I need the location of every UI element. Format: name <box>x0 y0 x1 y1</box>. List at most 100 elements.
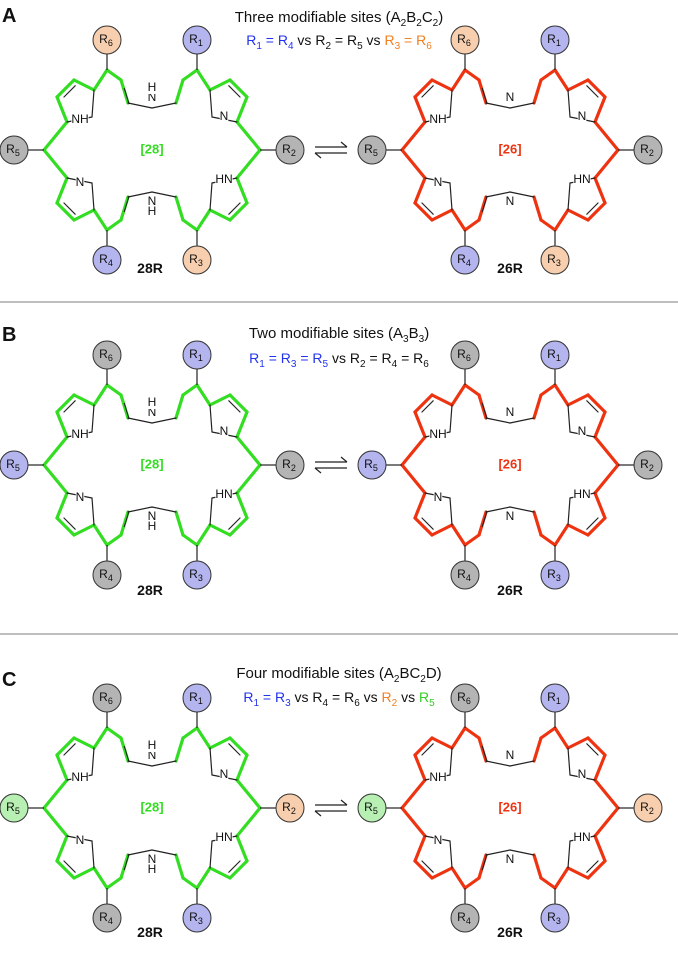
substituent-circle-r5 <box>0 793 29 823</box>
compound-name-26r: 26R <box>497 260 523 276</box>
equilibrium-arrow <box>314 799 348 817</box>
ring-size-label: [28] <box>140 141 163 156</box>
equation-part: R <box>384 32 394 48</box>
conjugation-bond <box>72 866 96 880</box>
atom-label-n: N <box>578 109 587 123</box>
conjugation-bond <box>532 78 543 105</box>
ring-bond <box>449 89 453 118</box>
atom-mask <box>147 853 157 866</box>
atom-mask <box>215 488 233 501</box>
conjugation-bond <box>463 218 481 232</box>
title-part: D) <box>426 665 442 682</box>
conjugation-bond <box>42 435 69 467</box>
atom-mask <box>577 425 587 438</box>
conjugation-bond <box>72 523 96 537</box>
title-part: BC <box>399 665 420 682</box>
reverse-arrow-head <box>314 810 322 817</box>
conjugation-bond <box>92 208 109 232</box>
title-part: 2 <box>394 674 400 685</box>
conjugation-bond <box>55 753 69 782</box>
ring-bond <box>567 89 571 118</box>
conjugation-bond <box>92 866 109 890</box>
ring-bond <box>151 506 177 513</box>
substituent-index: 6 <box>466 353 471 363</box>
ring-bond <box>449 747 453 776</box>
conjugation-bond <box>42 806 69 838</box>
conjugation-bond <box>586 78 607 99</box>
atom-mask <box>147 406 157 419</box>
substituent-circle-r3 <box>182 903 212 933</box>
conjugation-bond <box>208 736 232 750</box>
equation-part: = R <box>262 32 288 48</box>
double-bond <box>123 853 130 871</box>
atom-mask <box>505 853 515 866</box>
compound-name-28r: 28R <box>137 260 163 276</box>
equation-part: vs <box>291 689 313 705</box>
conjugation-bond <box>463 383 481 397</box>
substituent-circle-r1 <box>540 340 570 370</box>
conjugation-bond <box>235 753 249 782</box>
ring-bond <box>567 747 571 776</box>
conjugation-bond <box>430 736 454 750</box>
conjugation-bond <box>413 410 427 439</box>
conjugation-bond <box>228 201 249 222</box>
conjugation-bond <box>208 208 232 222</box>
conjugation-bond <box>477 510 488 537</box>
conjugation-bond <box>174 736 185 763</box>
conjugation-bond <box>593 753 607 782</box>
conjugation-bond <box>55 834 69 863</box>
atom-mask <box>573 488 591 501</box>
substituent-index: 5 <box>15 463 20 473</box>
atom-label-hn: HN <box>215 487 232 501</box>
double-bond <box>63 202 76 215</box>
conjugation-bond <box>235 148 262 180</box>
conjugation-bond <box>532 195 543 222</box>
title-part: Three modifiable sites (A <box>235 9 401 26</box>
reverse-arrow-head <box>314 467 322 474</box>
conjugation-bond <box>55 95 69 124</box>
conjugation-bond <box>586 393 607 414</box>
equation-part: 3 <box>285 698 291 709</box>
equation-part: vs <box>294 32 316 48</box>
double-bond <box>228 400 241 413</box>
atom-label-n: N <box>506 405 515 419</box>
substituent-circle-r4 <box>450 245 480 275</box>
equation-part: R <box>382 689 392 705</box>
atom-label-hn: HN <box>573 830 590 844</box>
ring-bond <box>91 747 95 776</box>
atom-label-n: N <box>76 833 85 847</box>
conjugation-bond <box>593 778 620 810</box>
conjugation-bond <box>42 120 69 152</box>
conjugation-bond <box>566 523 590 537</box>
equation-part: vs <box>363 32 385 48</box>
atom-label-h: H <box>148 204 157 218</box>
equivalence-equation-a: R1 = R4 vs R2 = R5 vs R3 = R6 <box>246 32 432 52</box>
substituent-index: 3 <box>198 573 203 583</box>
title-part: Two modifiable sites (A <box>249 325 403 342</box>
substituent-index: 6 <box>466 696 471 706</box>
ring-bond <box>209 747 213 776</box>
double-bond <box>123 87 130 105</box>
atom-mask <box>215 831 233 844</box>
substituent-index: 1 <box>198 696 203 706</box>
conjugation-bond <box>450 208 467 232</box>
atom-mask <box>219 425 229 438</box>
equation-part: = R <box>259 689 285 705</box>
conjugation-bond <box>235 778 262 810</box>
equation-part: = R <box>331 32 357 48</box>
conjugation-bond <box>72 736 96 750</box>
equation-part: 4 <box>288 41 294 52</box>
atom-mask <box>219 768 229 781</box>
equation-part: 4 <box>323 698 329 709</box>
equation-part: vs <box>397 689 419 705</box>
ring-bond <box>449 840 453 869</box>
equation-part: 3 <box>395 41 401 52</box>
conjugation-bond <box>553 68 570 92</box>
panel-letter-a: A <box>2 5 16 27</box>
conjugation-bond <box>119 393 130 420</box>
substituent-index: 4 <box>108 916 113 926</box>
equation-part: 1 <box>253 698 259 709</box>
conjugation-bond <box>55 201 76 222</box>
conjugation-bond <box>235 435 262 467</box>
